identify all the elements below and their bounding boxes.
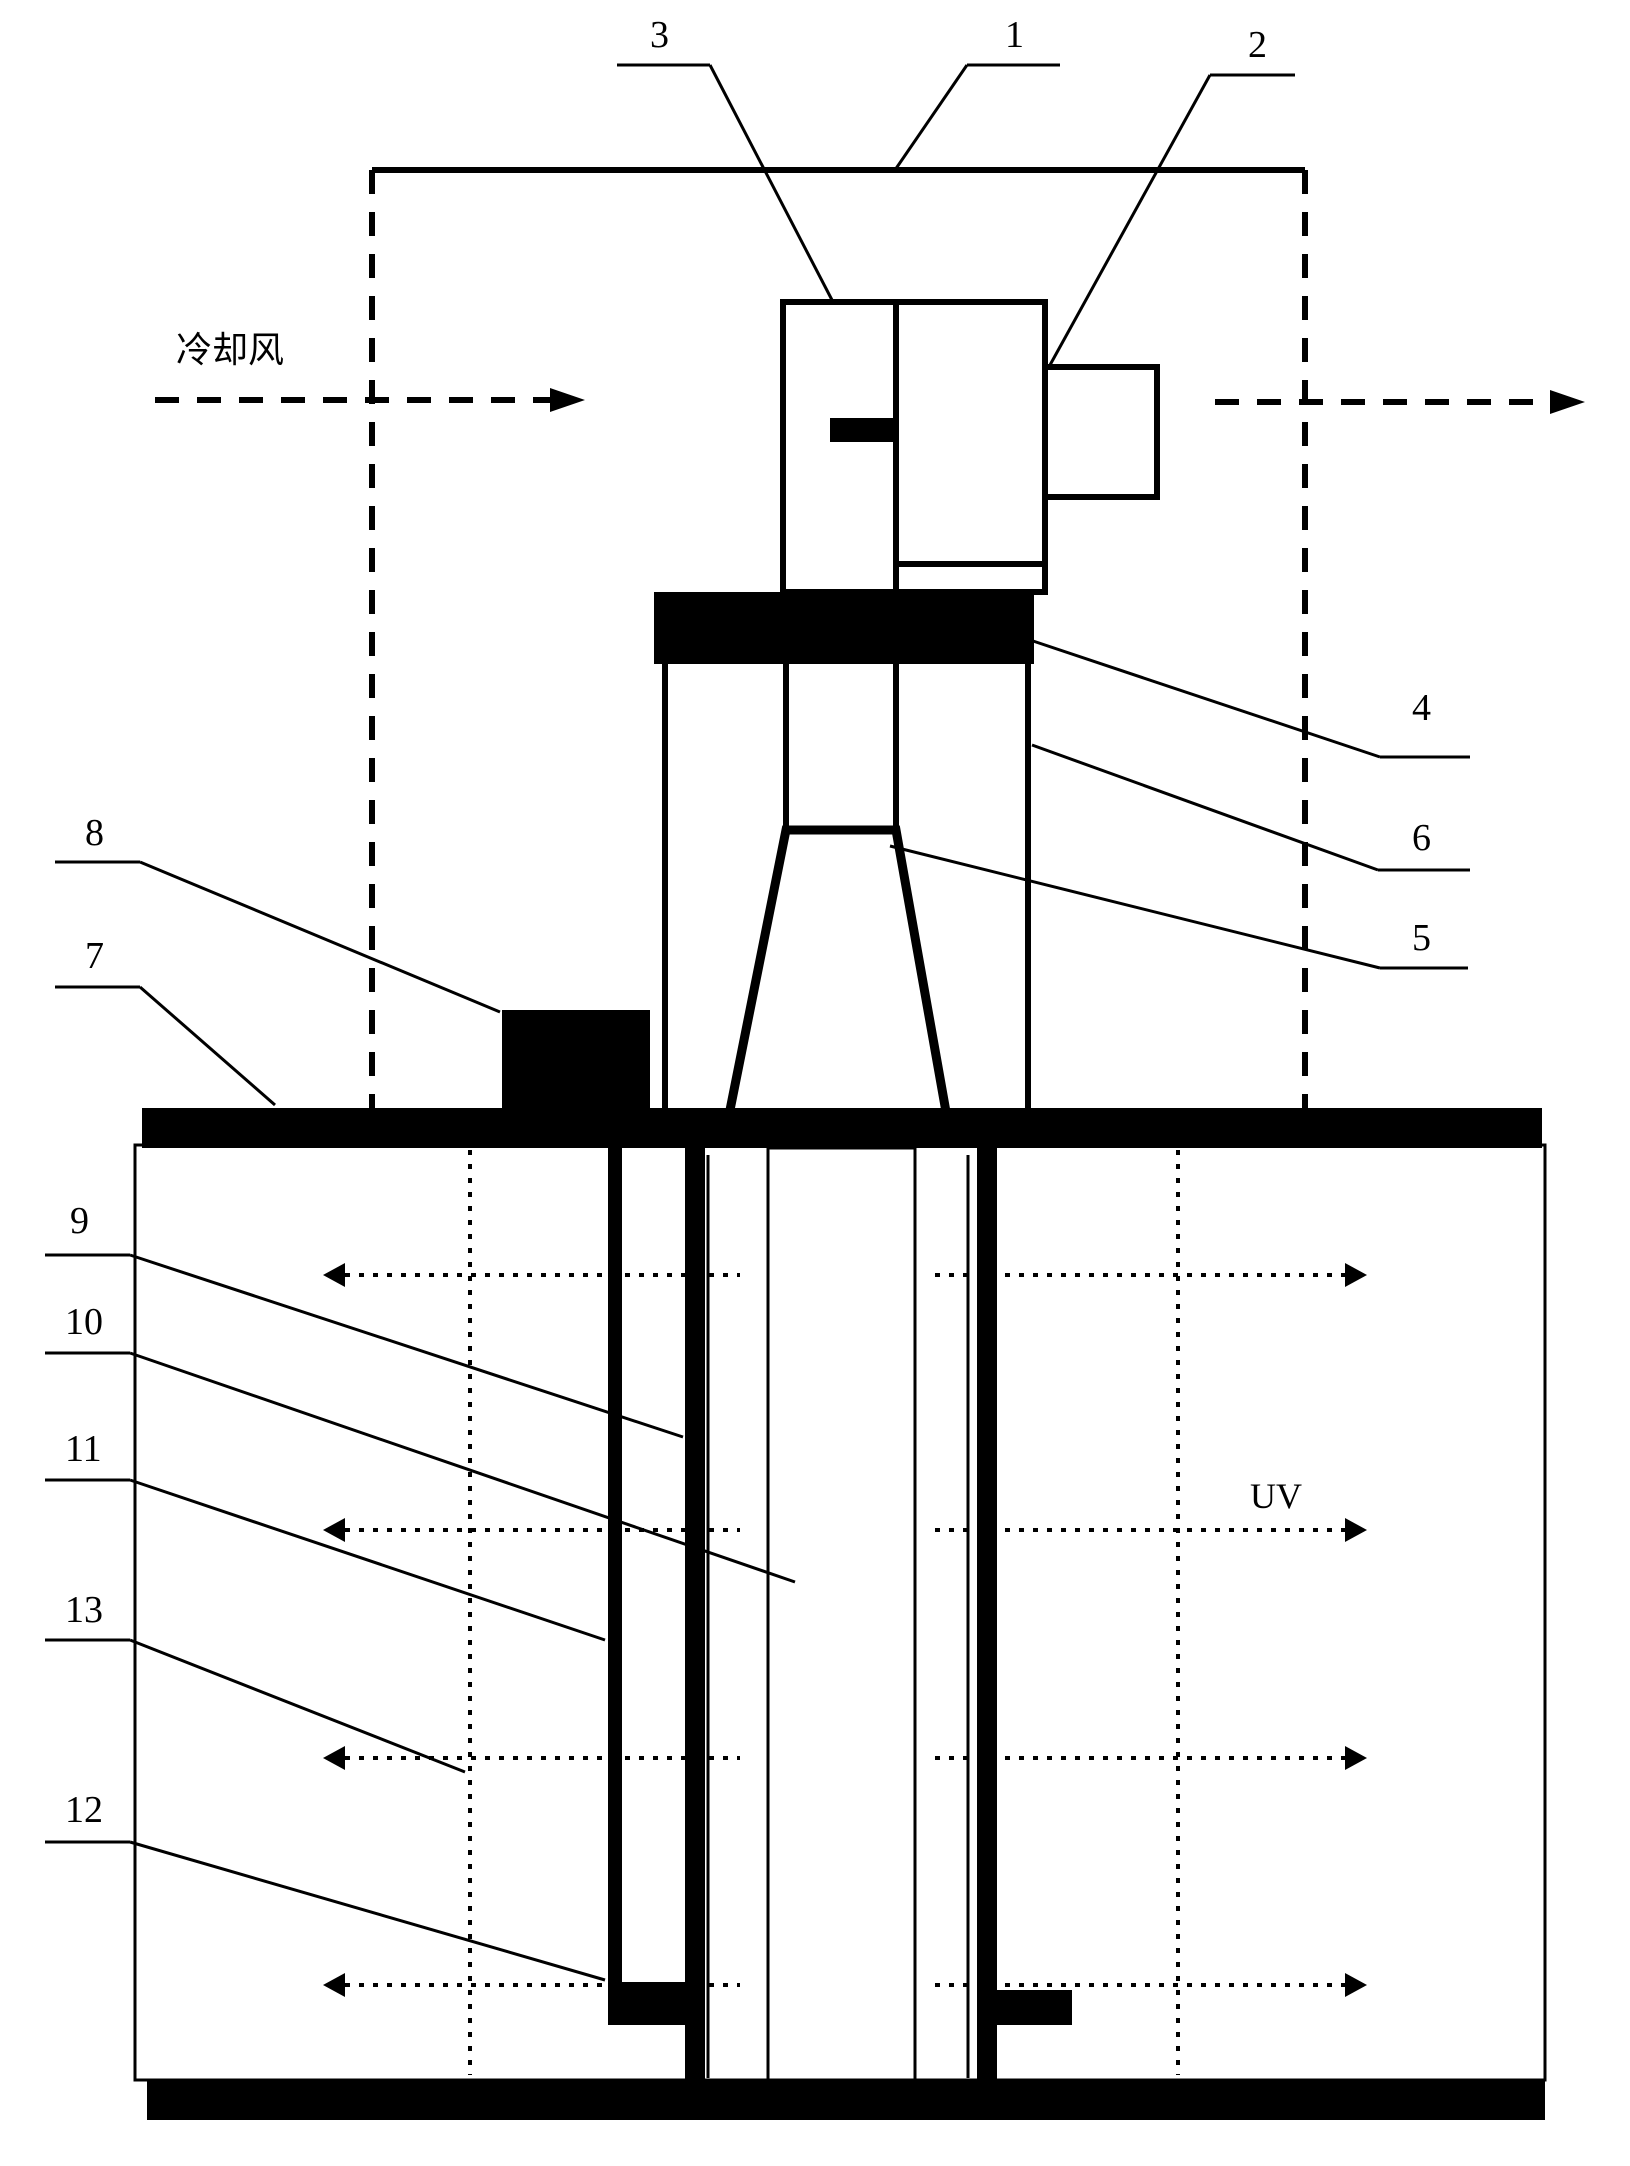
cooling-air-label: 冷却风	[176, 330, 284, 371]
callout-9: 9	[70, 1200, 89, 1242]
inner-tube-left-rail	[608, 1148, 622, 1990]
flange-plate	[654, 592, 1034, 664]
funnel	[718, 664, 957, 1145]
cooling-air-arrow-out	[1215, 390, 1585, 414]
callout-12: 12	[65, 1789, 103, 1831]
callout-numbers: 1 2 3 4 5 6 7 8 9 10 11 13 12	[65, 14, 1431, 1831]
uv-lamp-tube	[766, 1146, 917, 2082]
leader-lines	[45, 63, 1470, 1982]
callout-8: 8	[85, 812, 104, 854]
uv-label: UV	[1250, 1476, 1302, 1516]
outer-housing	[369, 167, 1308, 1108]
callout-6: 6	[1412, 817, 1431, 859]
callout-7: 7	[85, 935, 104, 977]
foot-bracket-right	[997, 1990, 1072, 2025]
callout-13: 13	[65, 1589, 103, 1631]
mounting-block	[502, 1010, 650, 1120]
top-plate	[142, 1108, 1542, 1148]
cooling-air-arrow-in	[155, 388, 585, 412]
callout-1: 1	[1005, 14, 1024, 56]
callout-2: 2	[1248, 24, 1267, 66]
side-box	[1042, 364, 1160, 500]
bottom-plate	[147, 2080, 1545, 2120]
dotted-guide-lines	[468, 1150, 1180, 2075]
uv-arrows	[323, 1263, 1367, 1997]
inner-tube-right-rail	[977, 1148, 997, 2080]
callout-5: 5	[1412, 917, 1431, 959]
cylinder-wall	[662, 664, 1031, 1108]
callout-4: 4	[1412, 687, 1431, 729]
foot-bracket-left	[608, 1982, 705, 2025]
motor-housing	[780, 299, 1048, 595]
callout-11: 11	[65, 1428, 102, 1470]
outer-tube-rail	[685, 1148, 705, 2080]
callout-3: 3	[650, 14, 669, 56]
callout-10: 10	[65, 1301, 103, 1343]
